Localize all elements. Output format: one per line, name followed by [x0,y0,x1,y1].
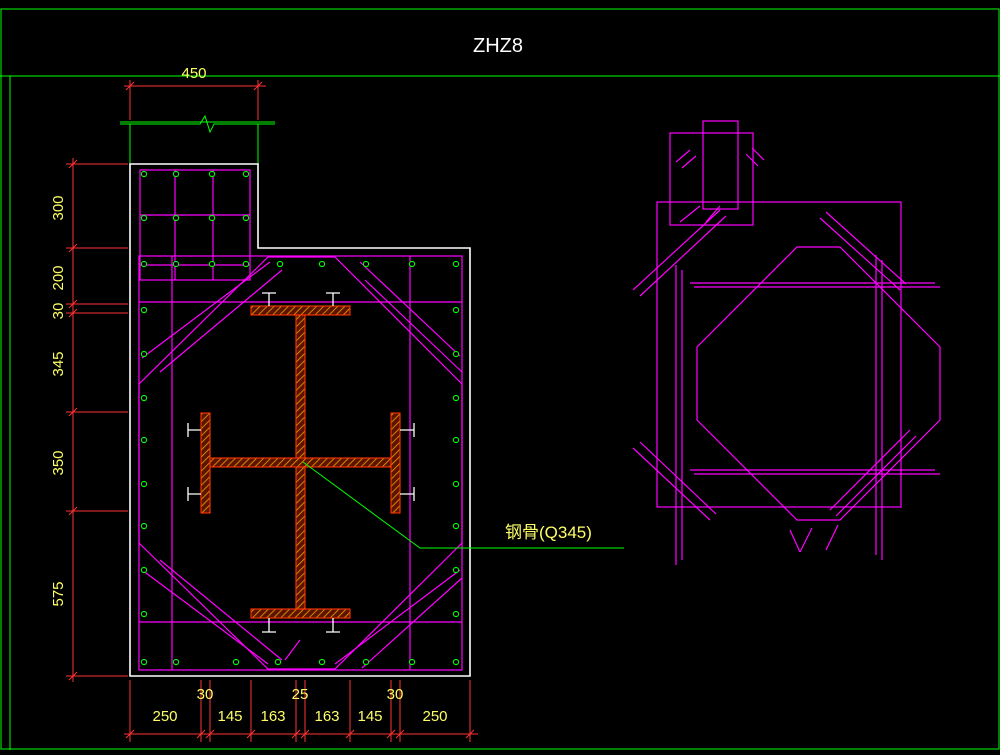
stirrup-group [138,169,463,671]
dim-b-250-left: 250 [152,708,177,725]
shear-studs [187,292,415,633]
drawing-title: ZHZ8 [473,35,523,57]
steel-core-label: 钢骨(Q345) [505,523,592,542]
dimension-left-labels: 300 200 30 345 350 575 [50,195,67,606]
dim-v-200: 200 [50,265,67,290]
column-section-outline [129,163,471,677]
dim-b-250-right: 250 [422,708,447,725]
dim-b-163-left: 163 [260,708,285,725]
dim-top-width: 450 [181,65,206,82]
dimension-bottom [124,680,478,742]
dim-b-30-right: 30 [387,686,404,703]
longitudinal-bars [140,170,460,666]
dim-b-25: 25 [292,686,309,703]
dim-v-575: 575 [50,581,67,606]
stirrup-detail [632,120,941,565]
dim-v-350: 350 [50,450,67,475]
steel-core [200,305,401,619]
upper-column-stub [120,114,275,164]
dim-v-300: 300 [50,195,67,220]
dim-v-30: 30 [50,303,67,320]
dim-b-30-left: 30 [197,686,214,703]
dimension-bottom-labels: 30 25 30 250 145 163 163 145 250 [152,686,447,725]
dim-b-145-left: 145 [217,708,242,725]
steel-core-leader [302,461,624,549]
dimension-left [66,158,128,682]
dim-b-145-right: 145 [357,708,382,725]
dim-b-163-right: 163 [314,708,339,725]
dimension-top [124,80,266,120]
dim-v-345: 345 [50,351,67,376]
drawing-frame [0,8,1000,750]
